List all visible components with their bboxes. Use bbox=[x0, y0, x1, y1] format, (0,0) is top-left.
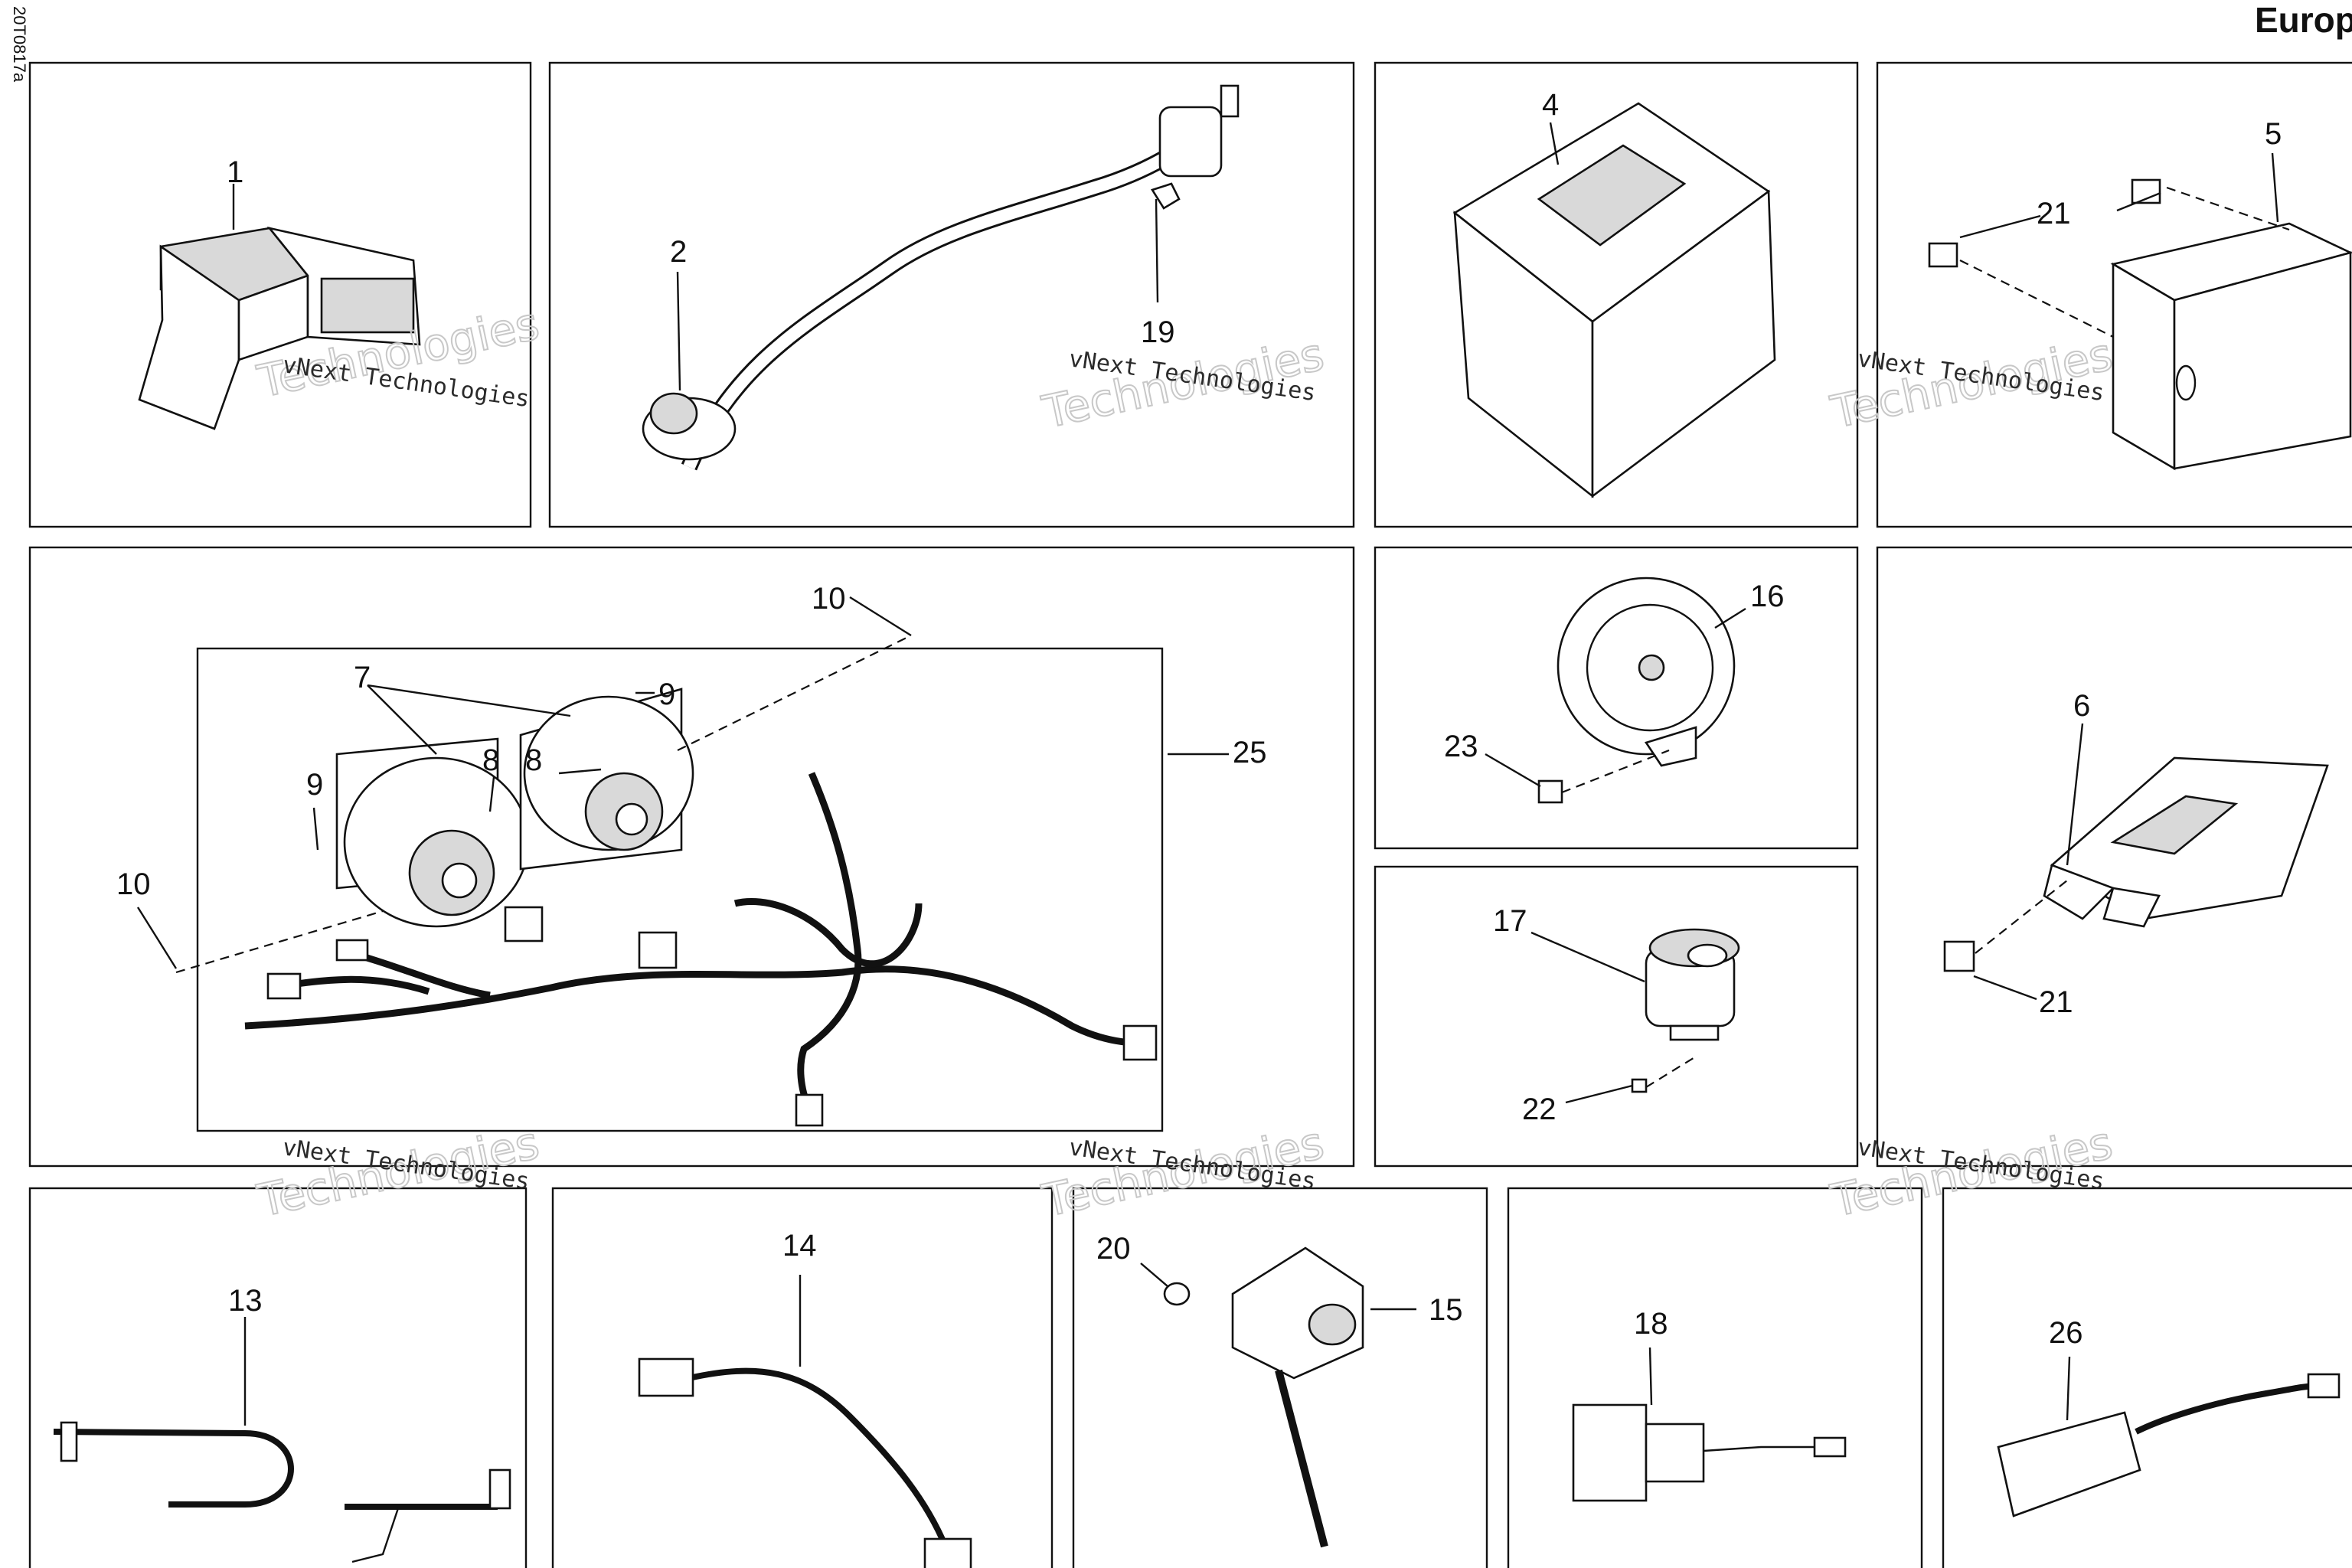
callout-10b: 10 bbox=[116, 867, 151, 901]
callout-9a: 9 bbox=[306, 768, 323, 802]
callout-21b: 21 bbox=[2039, 985, 2073, 1019]
panel-part-17 bbox=[1374, 865, 1859, 1168]
part-18-socket bbox=[1572, 1347, 1847, 1502]
callout-17: 17 bbox=[1493, 904, 1527, 938]
callout-15: 15 bbox=[1429, 1293, 1463, 1327]
panel-part-18 bbox=[1507, 1187, 1923, 1568]
panel-part-4 bbox=[1374, 61, 1859, 528]
part-5-regulator bbox=[1928, 152, 2352, 471]
callout-21a: 21 bbox=[2037, 197, 2071, 230]
panel-part-1 bbox=[28, 61, 532, 528]
callout-26: 26 bbox=[2049, 1316, 2083, 1350]
callout-13: 13 bbox=[228, 1284, 263, 1318]
callout-23: 23 bbox=[1444, 730, 1478, 763]
panel-part-15 bbox=[1072, 1187, 1488, 1568]
callout-8a: 8 bbox=[482, 743, 499, 777]
panel-part-26 bbox=[1942, 1187, 2352, 1568]
callout-22: 22 bbox=[1522, 1093, 1557, 1126]
part-14-sensor-wire bbox=[638, 1275, 972, 1568]
part-13-wire bbox=[53, 1317, 511, 1563]
part-16-horn bbox=[1485, 577, 1746, 804]
callout-1: 1 bbox=[227, 155, 243, 189]
part-25-wiring-harness bbox=[244, 753, 1229, 1127]
callout-7: 7 bbox=[354, 661, 371, 694]
callout-25: 25 bbox=[1233, 736, 1267, 769]
panel-part-14 bbox=[551, 1187, 1054, 1568]
callout-6: 6 bbox=[2073, 689, 2090, 723]
panel-harness bbox=[28, 546, 1355, 1168]
panel-part-2 bbox=[548, 61, 1355, 528]
panel-frames bbox=[28, 61, 2352, 1568]
panel-part-6 bbox=[1876, 546, 2352, 1168]
callout-5: 5 bbox=[2265, 117, 2282, 151]
callout-16: 16 bbox=[1750, 580, 1785, 613]
region-title: Europ bbox=[2255, 0, 2352, 40]
part-15-switch bbox=[1140, 1246, 1416, 1548]
panel-part-5 bbox=[1876, 61, 2352, 528]
panel-part-16 bbox=[1374, 546, 1859, 850]
callout-20: 20 bbox=[1096, 1232, 1131, 1266]
part-26-module bbox=[1997, 1356, 2341, 1517]
callout-19: 19 bbox=[1141, 315, 1175, 349]
part-1-cover bbox=[138, 184, 421, 430]
callout-2: 2 bbox=[670, 235, 687, 269]
callout-8b: 8 bbox=[525, 743, 542, 777]
callout-labels: 1 2 4 5 6 7 8 8 9 9 10 10 13 14 15 16 17… bbox=[116, 88, 2282, 1350]
panel-part-13 bbox=[28, 1187, 528, 1568]
callout-4: 4 bbox=[1542, 88, 1559, 122]
callout-10a: 10 bbox=[812, 582, 846, 616]
harness-inner-frame bbox=[196, 647, 1164, 1132]
callout-18: 18 bbox=[1634, 1307, 1668, 1341]
part-2-spark-plug-wire bbox=[642, 84, 1240, 471]
part-17-flasher bbox=[1530, 928, 1740, 1104]
part-6-bracket bbox=[1943, 723, 2329, 1001]
callout-9b: 9 bbox=[658, 678, 675, 711]
drawing-code: 20T0817a bbox=[10, 6, 29, 83]
headlight-assembly bbox=[136, 596, 912, 974]
callout-14: 14 bbox=[782, 1229, 817, 1263]
part-4-battery bbox=[1452, 102, 1776, 498]
